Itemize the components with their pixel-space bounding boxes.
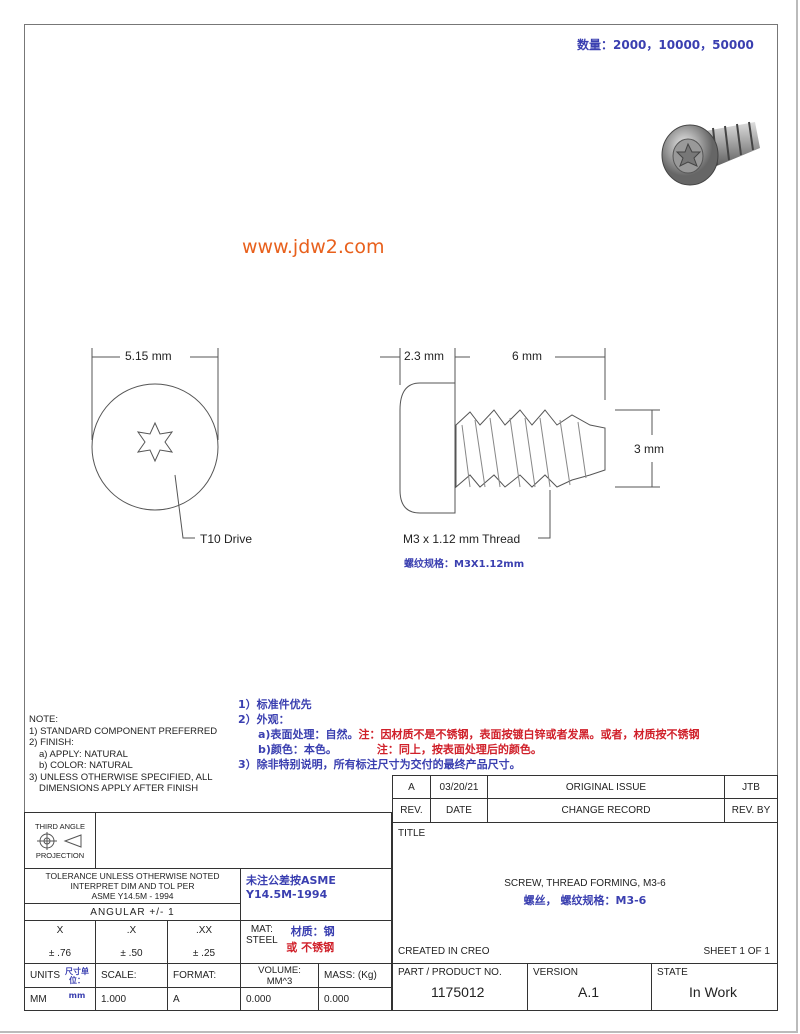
note-line: DIMENSIONS APPLY AFTER FINISH <box>39 783 199 794</box>
mass-label: MASS: (Kg) <box>318 963 392 988</box>
part-cell: PART / PRODUCT NO. 1175012 <box>392 963 528 1011</box>
notes-cn: 1）标准件优先 2）外观： a)表面处理：自然。注：因材质不是不锈钢，表面按镀白… <box>238 697 699 772</box>
format-value: A <box>167 987 241 1011</box>
projection-bottom: PROJECTION <box>35 850 85 860</box>
note-cn-a-red: 注：因材质不是不锈钢，表面按镀白锌或者发黑。或者，材质按不锈钢 <box>358 728 700 741</box>
material-cn: 材质：钢 <box>290 925 335 938</box>
material-cn-alt: 或 不锈钢 <box>286 941 335 954</box>
scale-value: 1.000 <box>95 987 168 1011</box>
note-line: 3) UNLESS OTHERWISE SPECIFIED, ALL <box>29 771 213 783</box>
title-text: SCREW, THREAD FORMING, M3-6 <box>504 878 666 889</box>
dim-length: 6 mm <box>512 349 542 363</box>
version-label: VERSION <box>533 967 579 978</box>
date-header: DATE <box>430 798 488 823</box>
title-cell: TITLE SCREW, THREAD FORMING, M3-6 螺丝， 螺纹… <box>392 822 778 964</box>
notes-en: NOTE: 1) STANDARD COMPONENT PREFERRED 2)… <box>29 714 217 795</box>
state-label: STATE <box>657 967 688 978</box>
technical-drawing <box>91 348 660 539</box>
tol-header: .XX <box>195 925 213 936</box>
thread-label: M3 x 1.12 mm Thread <box>403 532 521 546</box>
tolerance-line: ASME Y14.5M - 1994 <box>91 891 174 901</box>
tol-col: .XX ± .25 <box>167 920 241 964</box>
dim-front-width: 5.15 mm <box>125 349 172 363</box>
tolerance-line: TOLERANCE UNLESS OTHERWISE NOTED <box>45 871 220 881</box>
units-cn-value: mm <box>68 990 86 1000</box>
sheet-number: SHEET 1 OF 1 <box>703 946 770 957</box>
note-cn-line: 1）标准件优先 <box>238 698 312 711</box>
angular-tolerance: ANGULAR +/- 1 <box>24 903 241 921</box>
screw-3d-image <box>661 121 760 186</box>
third-angle-projection-icon <box>37 831 82 850</box>
units-label-cell: UNITS 尺寸单位： <box>24 963 96 988</box>
material-value: STEEL <box>246 935 278 946</box>
blank-cell <box>95 812 392 869</box>
volume-label: VOLUME: MM^3 <box>240 963 319 988</box>
note-line: a) APPLY: NATURAL <box>39 748 128 760</box>
mass-value: 0.000 <box>318 987 392 1011</box>
record-header: CHANGE RECORD <box>487 798 725 823</box>
version-cell: VERSION A.1 <box>527 963 652 1011</box>
tol-value: ± .76 <box>48 948 72 959</box>
tol-col: X ± .76 <box>24 920 96 964</box>
material-cell: MAT:STEEL 材质：钢或 不锈钢 <box>240 920 392 964</box>
title-label: TITLE <box>398 828 426 839</box>
note-cn-line: 2）外观： <box>238 713 290 726</box>
tol-col: .X ± .50 <box>95 920 168 964</box>
rev-record: ORIGINAL ISSUE <box>487 775 725 799</box>
revby-header: REV. BY <box>724 798 778 823</box>
title-text-cn: 螺丝， 螺纹规格：M3-6 <box>523 894 647 907</box>
rev-date: 03/20/21 <box>430 775 488 799</box>
units-cn: 尺寸单位： <box>65 966 89 985</box>
state-cell: STATE In Work <box>651 963 778 1011</box>
created-in: CREATED IN CREO <box>398 946 490 957</box>
part-label: PART / PRODUCT NO. <box>398 967 502 978</box>
note-cn-b: b)颜色：本色。 <box>258 743 337 756</box>
watermark: www.jdw2.com <box>242 236 385 258</box>
part-number: 1175012 <box>431 984 485 1000</box>
tolerance-cn-line: 未注公差按ASME <box>246 874 336 887</box>
note-cn-line: 3）除非特别说明，所有标注尺寸为交付的最终产品尺寸。 <box>238 758 521 771</box>
version-value: A.1 <box>578 984 600 1000</box>
tol-value: ± .50 <box>120 948 143 959</box>
rev-header: REV. <box>392 798 431 823</box>
dim-head: 2.3 mm <box>404 349 445 363</box>
drive-label: T10 Drive <box>200 532 253 546</box>
scale-label: SCALE: <box>95 963 168 988</box>
rev-by: JTB <box>724 775 778 799</box>
format-label: FORMAT: <box>167 963 241 988</box>
note-line: NOTE: <box>29 714 59 725</box>
tol-header: X <box>56 925 64 936</box>
quantity: 数量：2000，10000，50000 <box>577 38 754 52</box>
units-label: UNITS <box>30 970 60 981</box>
thread-label-cn: 螺纹规格：M3X1.12mm <box>404 559 525 570</box>
note-line: 2) FINISH: <box>29 737 74 748</box>
dim-diameter: 3 mm <box>634 442 664 456</box>
note-line: 1) STANDARD COMPONENT PREFERRED <box>29 725 218 737</box>
volume-value: 0.000 <box>240 987 319 1011</box>
tolerance-cn-line: Y14.5M-1994 <box>246 888 328 901</box>
note-cn-b-red: 注：同上，按表面处理后的颜色。 <box>376 743 542 756</box>
tol-value: ± .25 <box>192 948 216 959</box>
material-label: MAT: <box>250 924 273 935</box>
note-line: b) COLOR: NATURAL <box>39 760 133 771</box>
tolerance-line: INTERPRET DIM AND TOL PER <box>70 881 195 891</box>
side-view <box>380 348 660 539</box>
front-view <box>91 348 219 539</box>
units-value-cell: MM mm <box>24 987 96 1011</box>
projection-symbol: THIRD ANGLE PROJECTION <box>24 812 96 869</box>
units-value: MM <box>30 993 47 1005</box>
note-cn-a: a)表面处理：自然。 <box>258 728 359 741</box>
state-value: In Work <box>689 984 737 1000</box>
tol-header: .X <box>126 925 137 936</box>
projection-top: THIRD ANGLE <box>34 821 85 831</box>
rev-value: A <box>392 775 431 799</box>
